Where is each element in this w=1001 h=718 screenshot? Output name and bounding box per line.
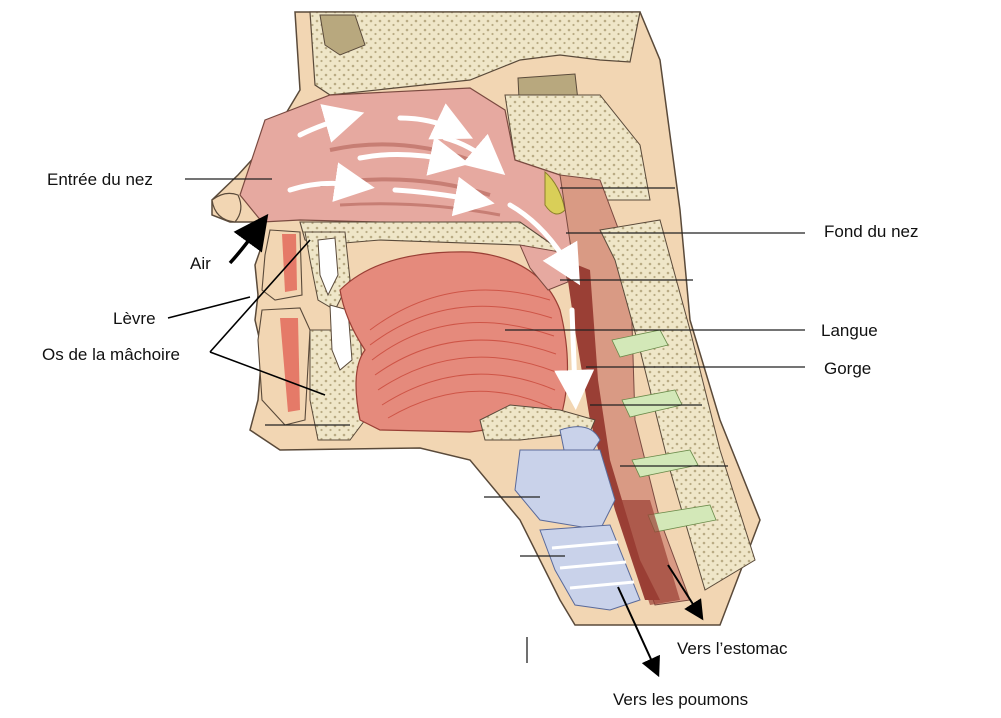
airflow-arrows — [287, 103, 595, 410]
skull-bone — [309, 11, 641, 96]
leader-line-jaw-upper — [209, 239, 311, 353]
esophagus — [615, 500, 680, 605]
pharynx-passage — [565, 260, 660, 600]
tracheal-ring-1 — [551, 540, 619, 550]
upper-tooth — [317, 237, 339, 297]
leader-line-lip — [167, 296, 251, 319]
lower-lip-red — [280, 318, 300, 412]
tracheal-ring-3 — [569, 580, 635, 590]
frontal-sinus — [319, 14, 366, 56]
leader-line-jaw-lower-bone — [209, 351, 326, 396]
label-back-of-nose: Fond du nez — [824, 222, 919, 241]
label-air: Air — [190, 254, 211, 273]
stomach-direction-arrow — [667, 564, 704, 621]
tracheal-ring-2 — [559, 560, 627, 570]
vertebral-disc-1 — [611, 329, 669, 358]
label-lip: Lèvre — [113, 309, 156, 328]
lungs-direction-arrow — [617, 586, 660, 678]
label-to-stomach: Vers l’estomac — [677, 639, 788, 658]
label-nose-entrance: Entrée du nez — [47, 170, 153, 189]
air-inflow-arrow — [228, 213, 269, 265]
label-tongue: Langue — [821, 321, 878, 340]
label-throat: Gorge — [824, 359, 871, 378]
label-to-lungs: Vers les poumons — [613, 690, 748, 709]
tongue-muscle-fibers — [369, 289, 557, 419]
vertebral-disc-3 — [631, 449, 699, 478]
label-jaw-bone: Os de la mâchoire — [42, 345, 180, 364]
nostril — [211, 192, 242, 223]
